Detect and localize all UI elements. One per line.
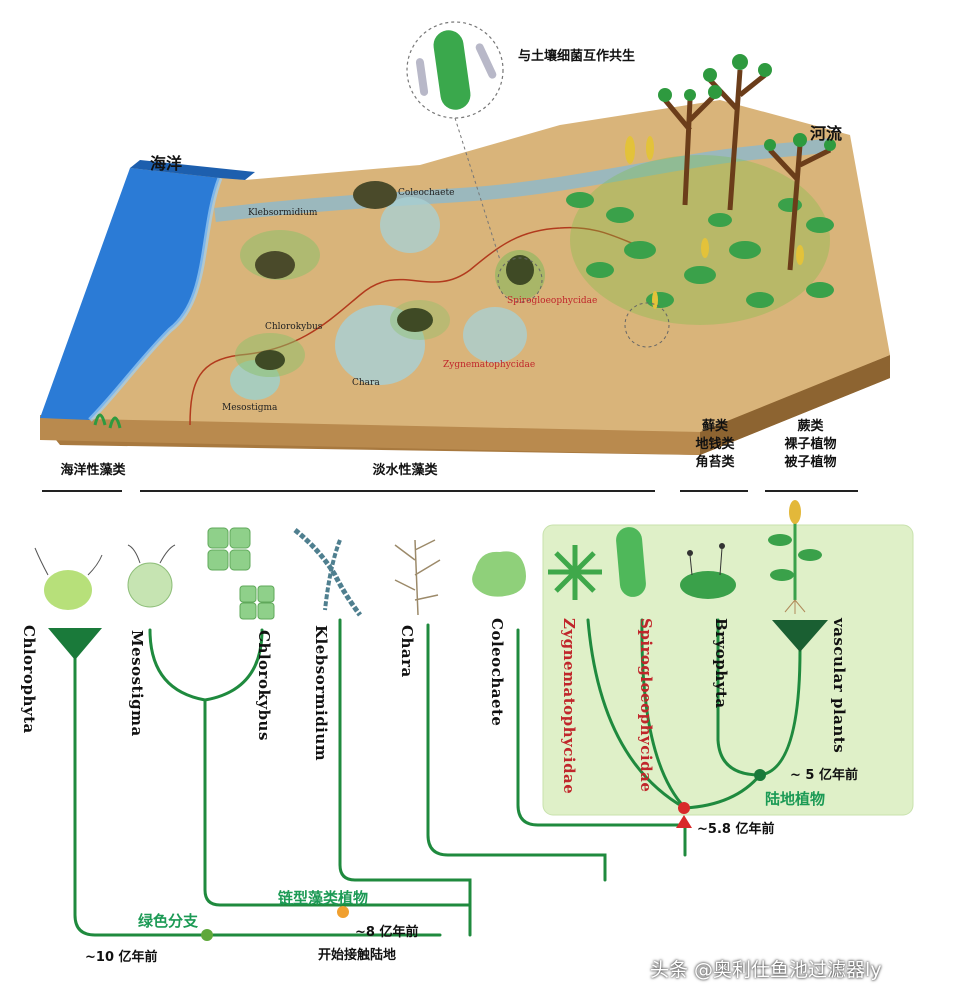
group-bryophytes-line3: 角苔类	[695, 455, 735, 470]
group-marine-algae: 海洋性藻类	[60, 463, 126, 478]
mesostigma-illustration	[127, 544, 176, 608]
taxon-chara: Chara	[398, 625, 416, 678]
taxon-klebsormidium: Klebsormidium	[312, 625, 330, 762]
map-label-chlorokybus: Chlorokybus	[265, 322, 323, 332]
group-vascular: 蕨类 裸子植物 被子植物	[768, 418, 853, 472]
klebsormidium-illustration	[293, 528, 363, 617]
time-8-note: 开始接触陆地	[318, 948, 397, 963]
map-label-klebsormidium: Klebsormidium	[248, 208, 318, 218]
taxon-vascular-plants: vascular plants	[830, 618, 848, 754]
taxon-mesostigma: Mesostigma	[128, 630, 146, 737]
group-bryophytes-divider	[680, 490, 748, 492]
time-5-billion: ~ 5 亿年前	[790, 768, 858, 783]
taxon-coleochaete: Coleochaete	[488, 618, 506, 727]
watermark: 头条 @奥利仕鱼池过滤器ly	[650, 959, 882, 981]
group-freshwater-divider	[140, 490, 655, 492]
group-bryophytes-line1: 藓类	[701, 419, 728, 434]
river	[214, 138, 832, 222]
taxon-zygnematophycidae: Zygnematophycidae	[560, 618, 578, 795]
chlorophyta-clade-triangle	[48, 628, 102, 660]
group-bryophytes-line2: 地钱类	[695, 437, 735, 452]
taxon-bryophyta: Bryophyta	[712, 618, 730, 709]
moss-patches	[566, 192, 834, 308]
time-10-billion: ~10 亿年前	[85, 950, 158, 965]
evolution-trail	[189, 226, 651, 426]
group-freshwater-algae: 淡水性藻类	[372, 463, 438, 478]
spirogloeophycidae-illustration	[616, 527, 646, 597]
landscape-illustration	[40, 21, 890, 455]
node-green-branch	[201, 929, 213, 941]
coleochaete-illustration	[472, 551, 526, 597]
zygnematophycidae-illustration	[548, 545, 602, 600]
bryophyta-illustration	[680, 543, 736, 599]
group-vascular-divider	[765, 490, 858, 492]
node-land-plants	[678, 802, 690, 814]
rock	[353, 181, 397, 209]
time-8-billion: ~8 亿年前	[355, 925, 419, 940]
land-plants-box	[542, 524, 914, 816]
group-bryophytes: 藓类 地钱类 角苔类	[675, 418, 755, 472]
trees	[663, 69, 832, 271]
rock	[397, 308, 433, 332]
taxon-spirogloeophycidae: Spirogloeophycidae	[637, 618, 655, 793]
chara-illustration	[394, 539, 441, 616]
river-label: 河流	[810, 124, 843, 143]
node-streptophyte	[337, 906, 349, 918]
ground-right	[700, 355, 890, 455]
group-vascular-line3: 被子植物	[784, 455, 837, 470]
node-land-plants-marker	[676, 815, 692, 828]
pond-zygnem	[463, 307, 527, 363]
group-marine-divider	[42, 490, 122, 492]
ocean-label: 海洋	[150, 154, 183, 173]
map-label-chara: Chara	[352, 378, 380, 388]
map-label-zygnematophycidae: Zygnematophycidae	[443, 360, 536, 370]
node-5-billion	[754, 769, 766, 781]
ground-front	[40, 415, 700, 455]
rock	[255, 350, 285, 370]
ocean	[40, 168, 220, 420]
time-5-8-billion: ~5.8 亿年前	[697, 822, 775, 837]
group-vascular-line1: 蕨类	[797, 419, 824, 434]
map-label-coleochaete: Coleochaete	[398, 188, 455, 198]
rock	[255, 251, 295, 279]
symbiosis-label: 与土壤细菌互作共生	[518, 49, 636, 64]
vascular-clade-triangle	[772, 620, 828, 652]
group-vascular-line2: 裸子植物	[784, 437, 837, 452]
pond-coleo	[380, 197, 440, 253]
rock	[506, 255, 534, 285]
map-label-spirogloeophycidae: Spirogloeophycidae	[507, 296, 598, 306]
chlorophyta-illustration	[34, 547, 103, 610]
clade-streptophyte: 链型藻类植物	[278, 889, 369, 907]
map-label-mesostigma: Mesostigma	[222, 403, 278, 413]
clade-land-plants: 陆地植物	[765, 790, 826, 808]
clade-green-branch: 绿色分支	[138, 912, 199, 930]
taxon-chlorokybus: Chlorokybus	[255, 630, 273, 741]
vascular-plant-illustration	[768, 500, 822, 614]
taxon-chlorophyta: Chlorophyta	[20, 625, 38, 734]
chlorokybus-illustration	[207, 527, 275, 620]
